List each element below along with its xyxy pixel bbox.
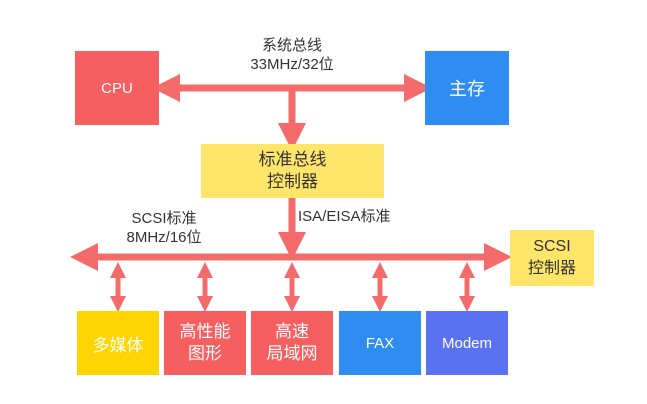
graphics-box: 高性能 图形 [164,311,246,375]
standard-bus-controller-box: 标准总线 控制器 [201,144,384,198]
fax-box: FAX [339,311,421,375]
graphics-label: 高性能 图形 [179,322,231,363]
multimedia-box: 多媒体 [77,311,159,375]
network-label: 高速 局域网 [266,322,318,363]
multimedia-label: 多媒体 [92,335,144,355]
memory-box: 主存 [425,51,509,125]
memory-label: 主存 [449,79,485,99]
isa-bus-label: ISA/EISA标准 [298,208,391,225]
fax-label: FAX [365,334,395,352]
cpu-box: CPU [75,51,159,125]
system-bus-label: 系统总线 33MHz/32位 [250,37,334,73]
cpu-label: CPU [101,79,133,97]
scsi-controller-box: SCSI 控制器 [510,230,594,286]
standard-bus-controller-label: 标准总线 控制器 [258,150,327,191]
scsi-controller-label: SCSI 控制器 [527,238,576,277]
modem-box: Modem [426,311,508,375]
modem-label: Modem [441,334,493,352]
network-box: 高速 局域网 [251,311,333,375]
scsi-bus-label: SCSI标准 8MHz/16位 [126,210,202,246]
